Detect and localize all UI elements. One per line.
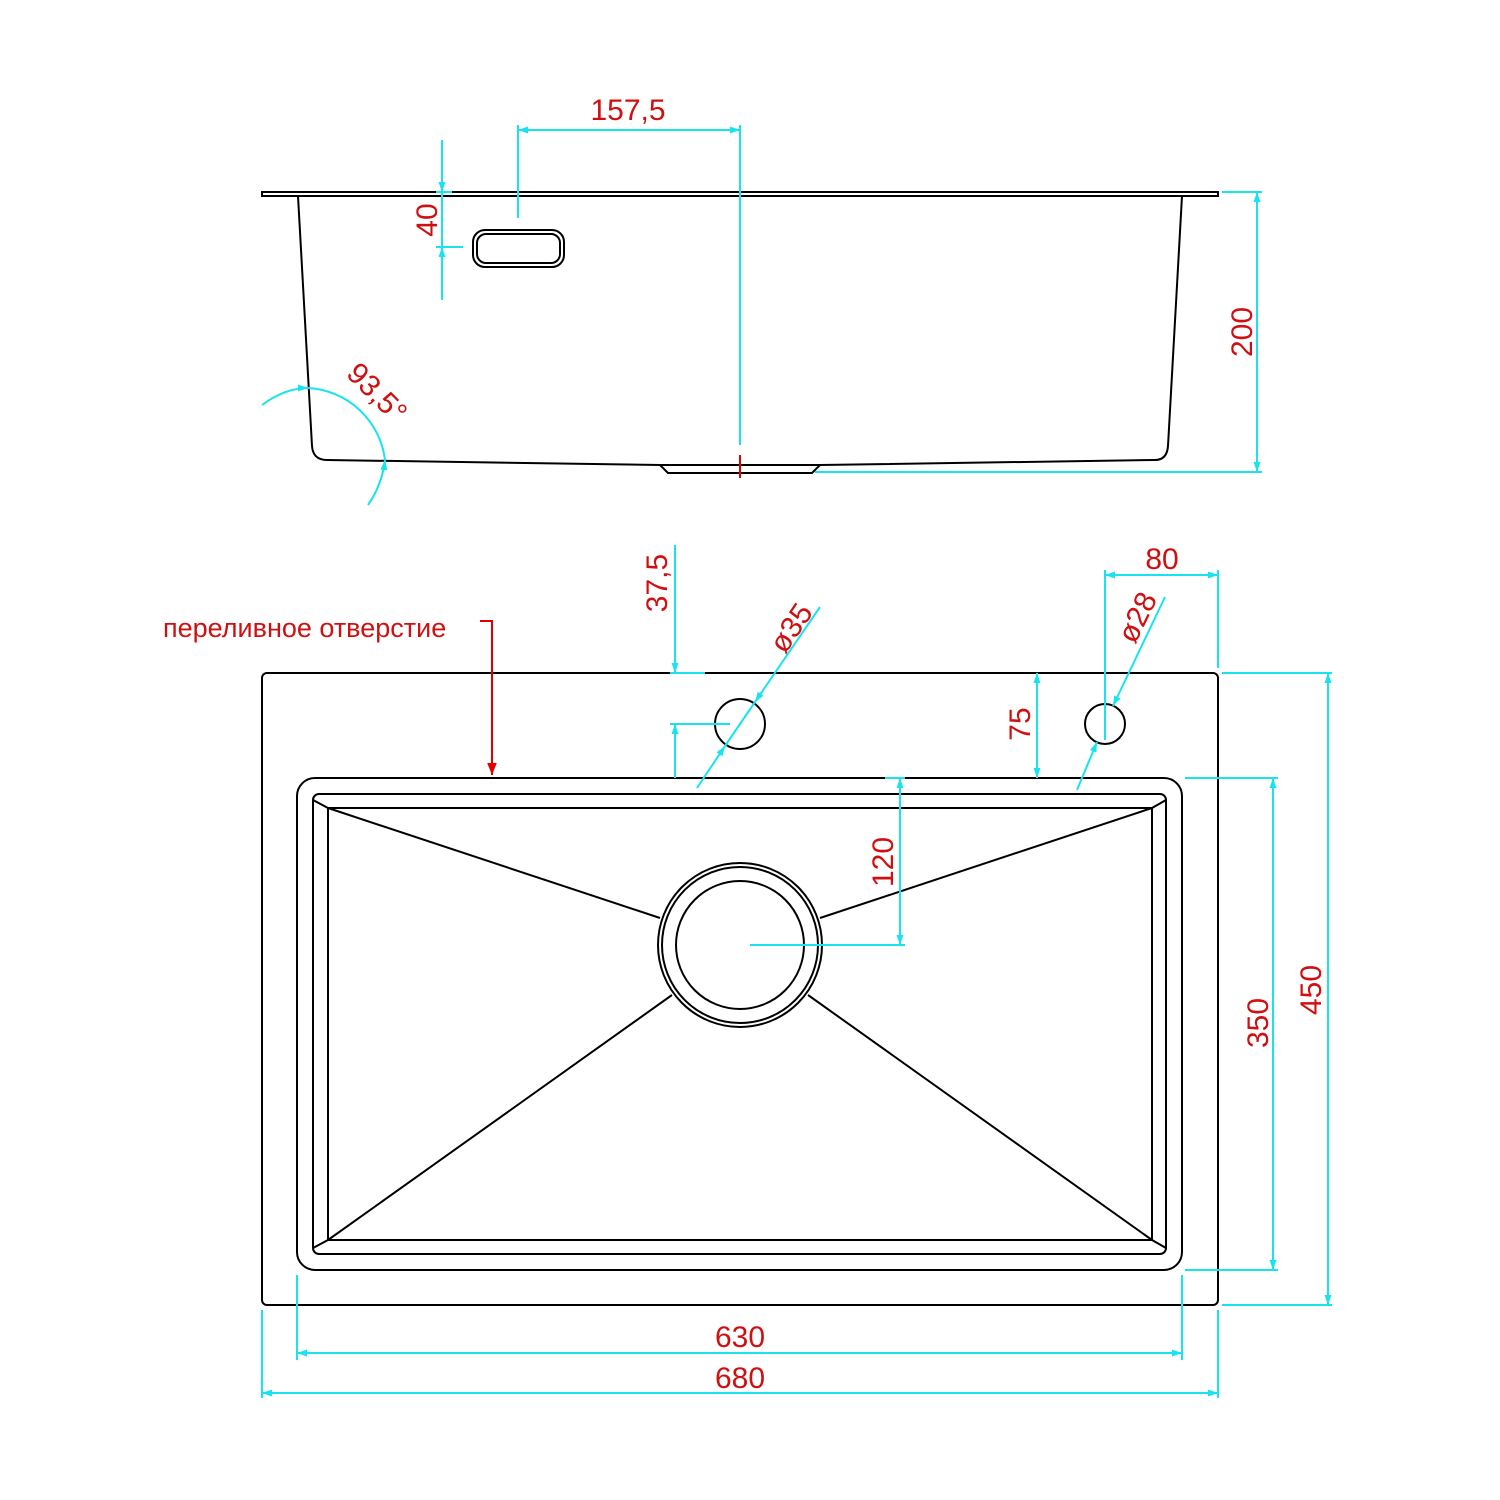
overflow-slot xyxy=(472,229,565,268)
dim-label-tap-offset: 37,5 xyxy=(641,554,674,612)
bowl-outline xyxy=(296,777,1183,1271)
dim-label-overall-depth: 450 xyxy=(1295,965,1328,1015)
sink-deck-outline xyxy=(261,672,1219,1306)
top-view: переливное отверстие 37,5 ø35 ø28 80 75 … xyxy=(163,543,1332,1398)
dim-label-bowl-depth: 350 xyxy=(1242,998,1275,1048)
dim-label-overflow-height: 40 xyxy=(411,203,444,236)
dim-label-depth: 200 xyxy=(1226,307,1259,357)
dim-label-drain-offset: 120 xyxy=(867,837,900,887)
dim-label-second-offset-y: 75 xyxy=(1004,707,1037,740)
dim-label-bowl-width: 630 xyxy=(715,1321,765,1354)
bowl-slope-lines xyxy=(327,807,1153,1241)
dim-label-overall-width: 680 xyxy=(715,1362,765,1395)
dim-label-wall-angle: 93,5° xyxy=(340,357,413,430)
dim-label-second-diameter: ø28 xyxy=(1112,587,1164,648)
dim-label-overflow-offset: 157,5 xyxy=(590,94,665,127)
dim-label-second-offset-x: 80 xyxy=(1145,543,1178,576)
overflow-arrow xyxy=(480,620,497,775)
side-view: 157,5 40 200 93,5° xyxy=(261,94,1262,506)
overflow-label: переливное отверстие xyxy=(163,613,446,643)
angle-arc xyxy=(307,387,386,461)
dim-label-tap-diameter: ø35 xyxy=(763,598,819,659)
